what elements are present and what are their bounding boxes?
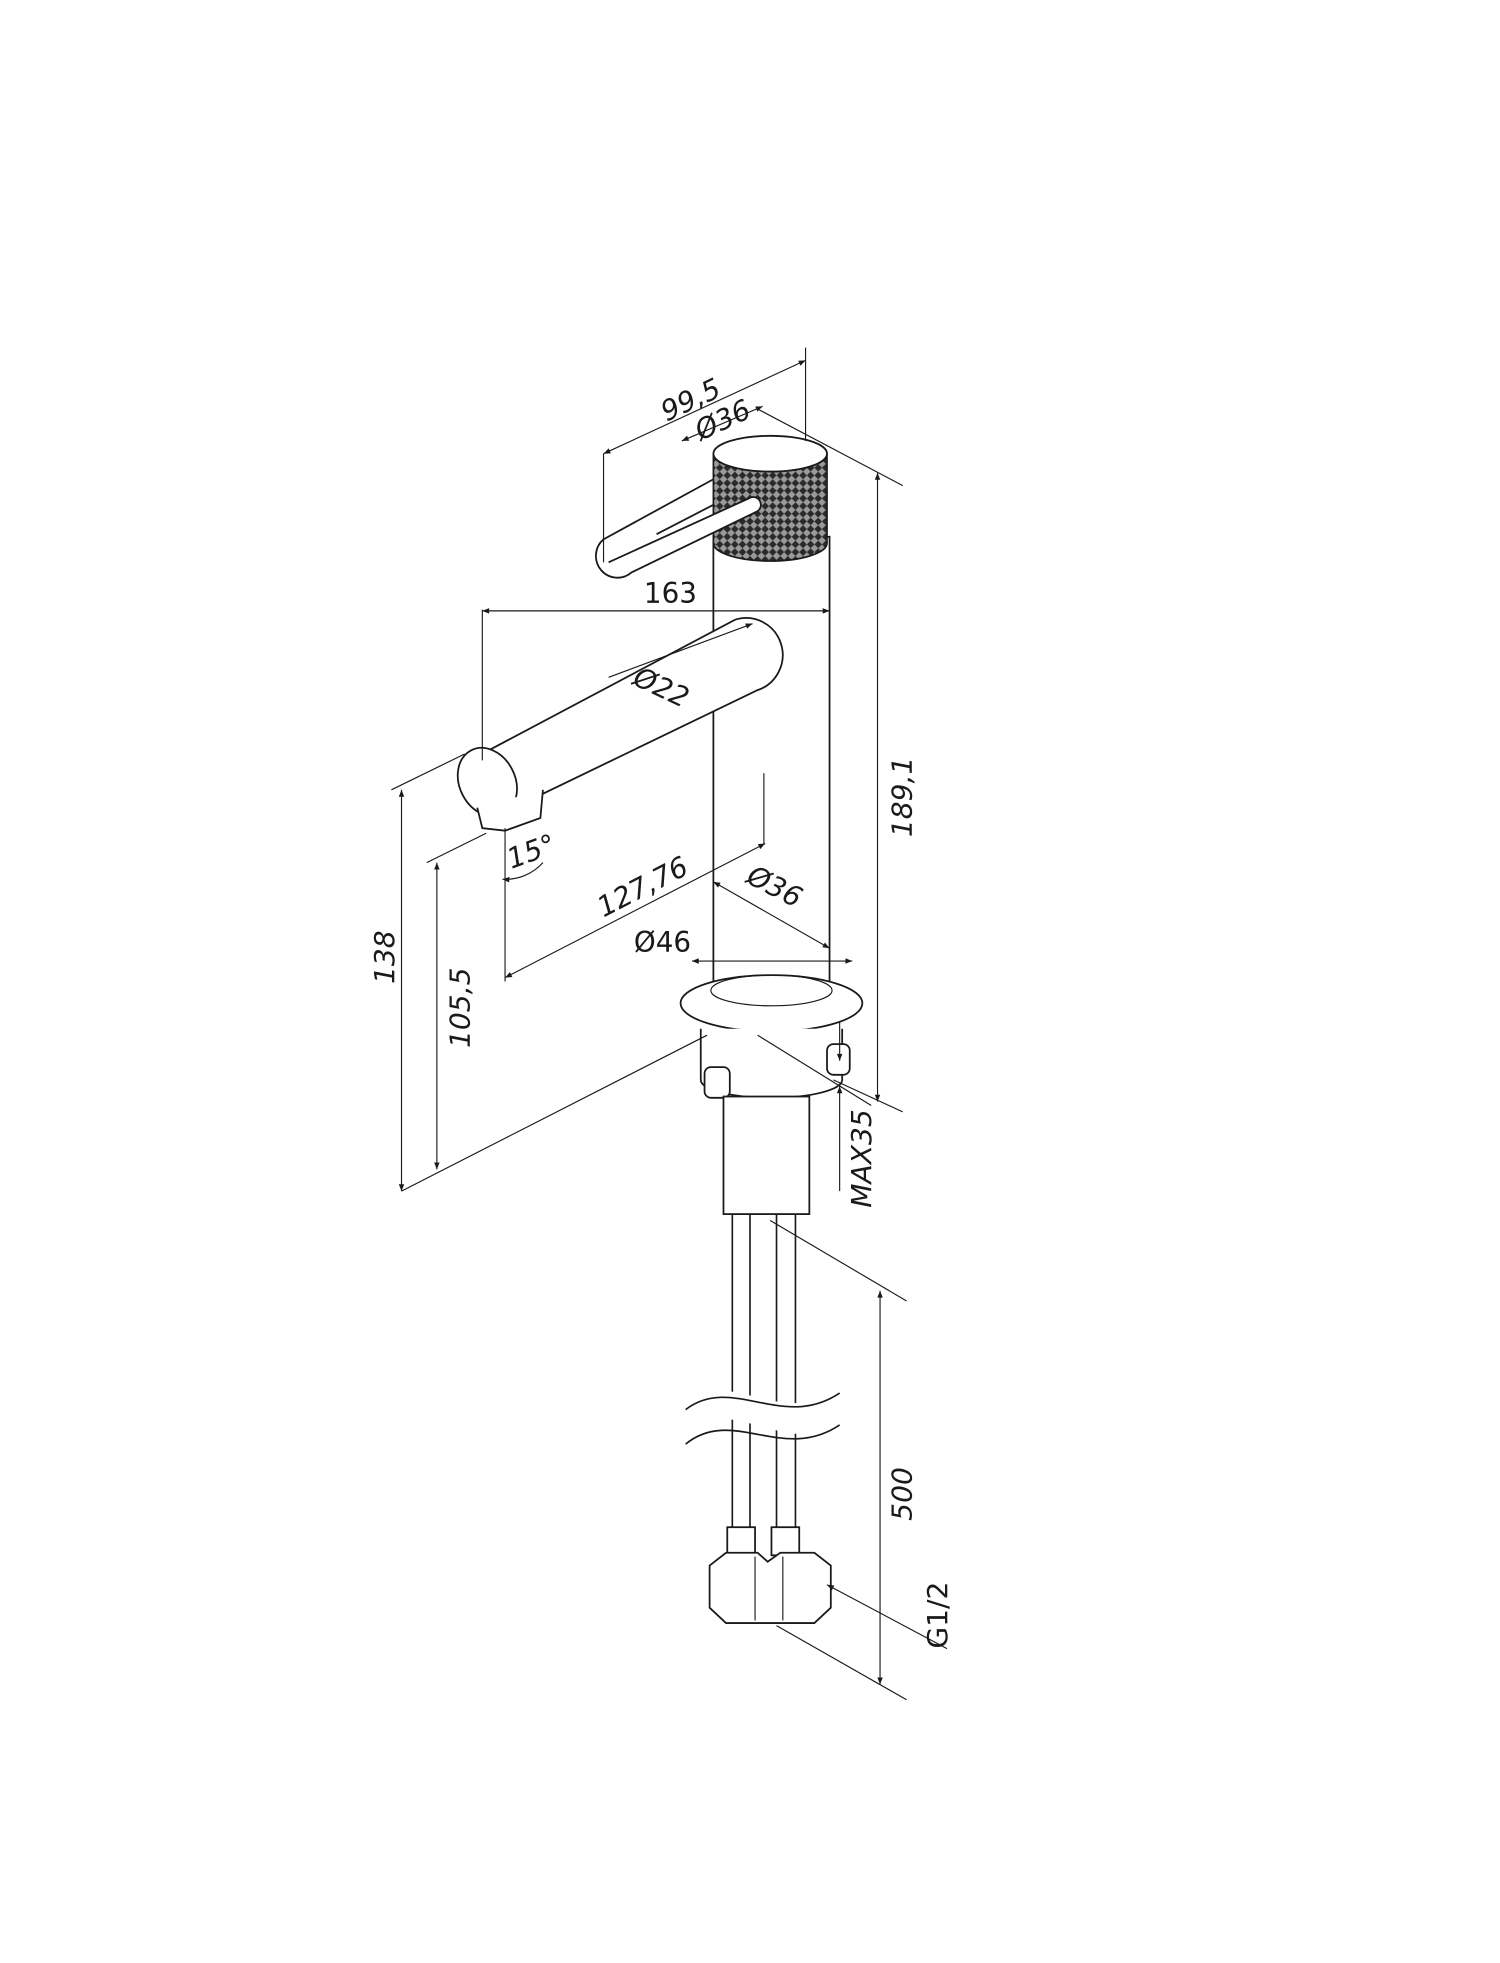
dim-spout-height: 138 xyxy=(368,930,401,984)
flexible-hoses xyxy=(681,1214,844,1624)
dim-total-height: 189,1 xyxy=(886,757,919,837)
dim-spout-reach: 163 xyxy=(644,577,697,610)
dim-outlet-height: 105,5 xyxy=(444,967,477,1047)
dimension-lines xyxy=(391,347,948,1701)
spout xyxy=(456,617,784,832)
dim-base-diameter: Ø46 xyxy=(634,926,691,959)
dim-spout-offset: 127,76 xyxy=(592,850,693,924)
faucet-body xyxy=(712,535,831,992)
dim-connection-thread: G1/2 xyxy=(921,1582,954,1649)
knurled-handle xyxy=(595,434,828,579)
dim-max-counter: MAX35 xyxy=(845,1109,878,1207)
dim-hose-length: 500 xyxy=(886,1467,919,1521)
dim-spout-angle: 15° xyxy=(503,827,560,875)
base-flange xyxy=(679,974,864,1215)
